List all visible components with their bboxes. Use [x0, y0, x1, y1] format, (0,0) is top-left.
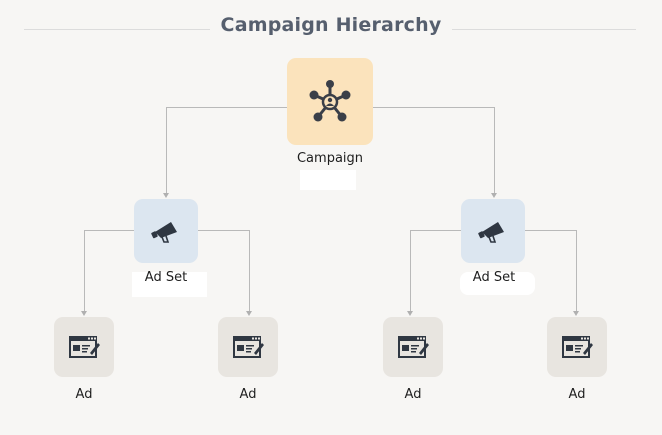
connector: [166, 107, 167, 194]
connector: [410, 230, 411, 312]
connector: [84, 230, 85, 312]
arrow-head: [491, 193, 497, 198]
network-hub-icon: [309, 79, 351, 121]
ad-set-node[interactable]: [134, 199, 198, 263]
label-patch: [300, 170, 356, 190]
ad-label: Ad: [75, 387, 93, 402]
campaign-node[interactable]: [287, 58, 373, 145]
ad-set-node[interactable]: [461, 199, 525, 263]
connector: [410, 230, 461, 231]
connector: [576, 230, 577, 312]
ad-node[interactable]: [218, 317, 278, 377]
ad-set-label: Ad Set: [472, 270, 516, 285]
connector: [198, 230, 249, 231]
arrow-head: [573, 311, 579, 316]
ad-label: Ad: [568, 387, 586, 402]
arrow-head: [163, 193, 169, 198]
ad-editor-icon: [398, 336, 429, 358]
connector: [166, 107, 287, 108]
ad-editor-icon: [233, 336, 264, 358]
megaphone-icon: [151, 222, 177, 243]
connector: [84, 230, 134, 231]
title-divider-left: [24, 29, 210, 30]
arrow-head: [246, 311, 252, 316]
connector: [525, 230, 576, 231]
diagram-title: Campaign Hierarchy: [220, 14, 442, 36]
title-divider-right: [452, 29, 636, 30]
megaphone-icon: [478, 222, 504, 243]
ad-node[interactable]: [383, 317, 443, 377]
ad-node[interactable]: [547, 317, 607, 377]
ad-editor-icon: [69, 336, 100, 358]
connector: [249, 230, 250, 312]
arrow-head: [81, 311, 87, 316]
ad-node[interactable]: [54, 317, 114, 377]
ad-label: Ad: [404, 387, 422, 402]
connector: [494, 107, 495, 194]
ad-set-label: Ad Set: [144, 270, 188, 285]
ad-editor-icon: [562, 336, 593, 358]
campaign-label: Campaign: [296, 151, 364, 166]
label-patch: [132, 272, 207, 297]
arrow-head: [407, 311, 413, 316]
ad-label: Ad: [239, 387, 257, 402]
label-patch: [460, 272, 535, 295]
connector: [373, 107, 494, 108]
